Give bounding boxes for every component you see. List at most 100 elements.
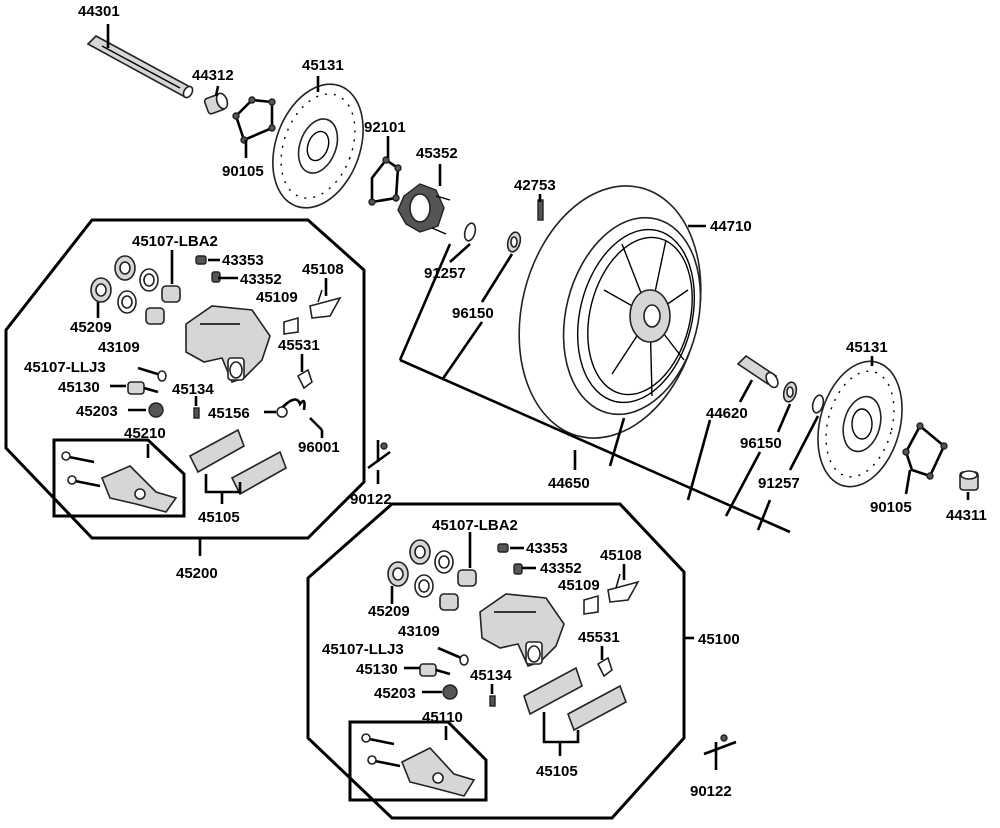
label-45203-right: 45203 — [374, 685, 416, 702]
label-45156-left: 45156 — [208, 405, 250, 422]
spring-45156-left — [276, 398, 306, 418]
label-90122-bottom: 90122 — [690, 783, 732, 800]
label-45107-LBA2-right: 45107-LBA2 — [432, 517, 518, 534]
bracket-45110-right — [361, 733, 476, 797]
pistons-43109-right — [439, 569, 477, 611]
label-45107-LBA2-left: 45107-LBA2 — [132, 233, 218, 250]
valve-42753 — [537, 199, 544, 221]
label-45209-left: 45209 — [70, 319, 112, 336]
seal-rings-45209-right — [387, 539, 454, 598]
label-92101: 92101 — [364, 119, 406, 136]
bolt-90122-bottom — [703, 734, 737, 770]
label-43353-right: 43353 — [526, 540, 568, 557]
spacer-44311 — [959, 470, 979, 491]
label-91257-top: 91257 — [424, 265, 466, 282]
dust-seal-45203-left — [148, 402, 164, 418]
label-45109-right: 45109 — [558, 577, 600, 594]
label-45531-left: 45531 — [278, 337, 320, 354]
label-45531-right: 45531 — [578, 629, 620, 646]
caliper-body-left — [185, 305, 271, 383]
spacer-44312 — [203, 92, 229, 115]
bolt-45130-left — [127, 381, 159, 395]
label-45210: 45210 — [124, 425, 166, 442]
cap-43352-right — [513, 563, 523, 575]
slide-pin-45107-LLJ3-left — [137, 366, 167, 382]
bracket-group-45110-outline — [348, 720, 488, 802]
pad-retainer-45109-left — [283, 316, 299, 335]
bearing-96150-top — [506, 231, 522, 253]
brake-pads-45105-left — [188, 428, 287, 496]
label-44710: 44710 — [710, 218, 752, 235]
bolt-set-90105-top — [232, 96, 276, 144]
boot-45531-left — [296, 368, 313, 390]
label-96150-top: 96150 — [452, 305, 494, 322]
caliper-body-right — [479, 593, 565, 667]
bleeder-43353-left — [195, 255, 207, 265]
label-45130-left: 45130 — [58, 379, 100, 396]
brake-pads-45105-right — [523, 666, 627, 732]
pin-45134-right — [489, 695, 496, 707]
label-91257-bottom: 91257 — [758, 475, 800, 492]
spacer-44620 — [736, 354, 779, 389]
label-45200: 45200 — [176, 565, 218, 582]
bolt-90122-mid — [367, 440, 391, 470]
bolt-45130-right — [419, 663, 451, 677]
brake-disc-45131-right — [817, 360, 903, 488]
slide-pin-45107-LLJ3-right — [437, 646, 469, 666]
label-45108-left: 45108 — [302, 261, 344, 278]
brake-disc-45131-top — [272, 83, 364, 209]
label-45105-right: 45105 — [536, 763, 578, 780]
label-45131-right: 45131 — [846, 339, 888, 356]
label-44620: 44620 — [706, 405, 748, 422]
axle-44301 — [86, 35, 194, 99]
label-45105-left: 45105 — [198, 509, 240, 526]
label-45108-right: 45108 — [600, 547, 642, 564]
boot-45531-right — [596, 656, 613, 678]
label-44312: 44312 — [192, 67, 234, 84]
bearing-91257-bottom — [811, 394, 825, 414]
pin-96001-left — [309, 417, 323, 431]
label-45100: 45100 — [698, 631, 740, 648]
bleeder-43353-right — [497, 543, 509, 553]
label-43352-right: 43352 — [540, 560, 582, 577]
bearing-91257-top — [463, 222, 477, 242]
label-90105-right: 90105 — [870, 499, 912, 516]
wheel-44710 — [518, 185, 702, 439]
label-45109-left: 45109 — [256, 289, 298, 306]
label-44301: 44301 — [78, 3, 120, 20]
label-45110: 45110 — [422, 709, 463, 726]
pad-spring-45108-right — [607, 573, 640, 603]
bracket-group-45210-outline — [52, 438, 186, 518]
label-45131-top: 45131 — [302, 57, 344, 74]
label-96001-left: 96001 — [298, 439, 340, 456]
label-45209-right: 45209 — [368, 603, 410, 620]
dust-seal-45203-right — [442, 684, 458, 700]
label-45203-left: 45203 — [76, 403, 118, 420]
label-45107-LLJ3-left: 45107-LLJ3 — [24, 359, 106, 376]
bearing-96150-bottom — [782, 381, 798, 403]
label-43353-left: 43353 — [222, 252, 264, 269]
pad-retainer-45109-right — [583, 594, 599, 615]
label-43109-right: 43109 — [398, 623, 440, 640]
label-45134-right: 45134 — [470, 667, 512, 684]
label-43109-left: 43109 — [98, 339, 140, 356]
bolt-set-92101 — [368, 156, 402, 206]
sensor-rotor-45352 — [397, 183, 451, 235]
label-45134-left: 45134 — [172, 381, 214, 398]
label-44311: 44311 — [946, 507, 987, 524]
label-45352: 45352 — [416, 145, 458, 162]
bracket-45210-left — [61, 451, 178, 513]
pin-45134-left — [193, 407, 200, 419]
caliper-group-45100-outline — [306, 502, 686, 820]
label-90105-top: 90105 — [222, 163, 264, 180]
pistons-43109-left — [145, 285, 181, 325]
label-45130-right: 45130 — [356, 661, 398, 678]
label-90122-mid: 90122 — [350, 491, 392, 508]
caliper-group-45200-outline — [4, 218, 366, 540]
label-45107-LLJ3-right: 45107-LLJ3 — [322, 641, 404, 658]
seal-rings-45209-left — [90, 255, 159, 314]
bolt-set-90105-right — [902, 422, 948, 480]
label-44650: 44650 — [548, 475, 590, 492]
label-42753: 42753 — [514, 177, 556, 194]
